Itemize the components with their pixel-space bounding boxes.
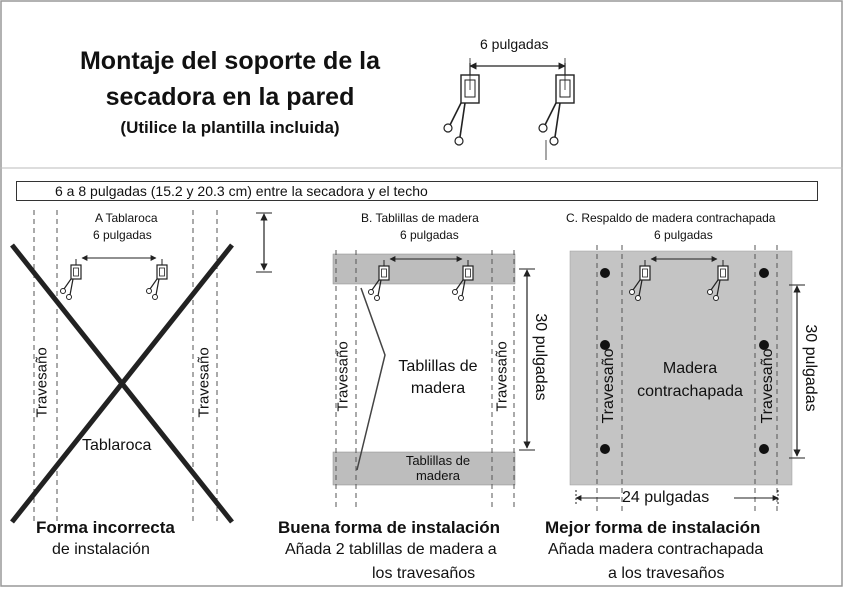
bracket-icon — [145, 258, 168, 301]
panel-b-bottom-strip-1: Tablillas de — [405, 453, 471, 468]
panel-c-height: 30 pulgadas — [802, 324, 819, 412]
top-dimension-label: 6 pulgadas — [480, 36, 549, 52]
panel-c-dimension: 6 pulgadas — [654, 228, 713, 242]
panel-b-caption-2: los travesaños — [372, 565, 476, 582]
panel-b-caption-bold: Buena forma de instalación — [278, 518, 500, 537]
panel-b-dimension: 6 pulgadas — [400, 228, 459, 242]
panel-a-caption: de instalación — [52, 541, 150, 558]
panel-b-strip-label-1: Tablillas de — [398, 358, 478, 375]
panel-b-height: 30 pulgadas — [532, 313, 549, 401]
panel-c-caption-2: a los travesaños — [608, 565, 725, 582]
bracket-icon — [59, 258, 82, 301]
panel-c-drawing — [569, 245, 805, 515]
panel-b-bottom-strip-2: madera — [415, 468, 461, 483]
panel-a-stud-right: Travesaño — [195, 347, 213, 418]
panel-b-strip-label-2: madera — [410, 380, 466, 397]
ceiling-note: 6 a 8 pulgadas (15.2 y 20.3 cm) entre la… — [16, 181, 818, 201]
panel-a-drawing — [10, 210, 272, 525]
panel-b-stud-left: Travesaño — [334, 341, 352, 412]
panel-c-caption-bold: Mejor forma de instalación — [545, 518, 761, 537]
panel-b-heading: B. Tablillas de madera — [361, 211, 479, 225]
wood-strip-bottom — [332, 451, 516, 486]
panel-c-stud-right: Travesaño — [759, 348, 776, 424]
panel-c-heading: C. Respaldo de madera contrachapada — [566, 211, 776, 225]
panel-b-drawing — [332, 250, 535, 510]
panel-a-material: Tablaroca — [82, 437, 152, 454]
panel-c-width: 24 pulgadas — [622, 489, 710, 506]
page-subtitle: (Utilice la plantilla incluida) — [120, 118, 340, 137]
panel-c-material-2: contrachapada — [637, 383, 743, 400]
page-title-line1: Montaje del soporte de la — [79, 47, 381, 75]
panel-a-caption-bold: Forma incorrecta — [36, 518, 175, 537]
panel-c-stud-left: Travesaño — [600, 348, 617, 424]
panel-b-caption-1: Añada 2 tablillas de madera a — [285, 541, 497, 558]
panel-a-stud-left: Travesaño — [33, 347, 51, 418]
panel-a-heading: A Tablaroca — [95, 211, 158, 225]
panel-c-caption-1: Añada madera contrachapada — [548, 541, 764, 558]
panel-a-dimension: 6 pulgadas — [93, 228, 152, 242]
top-bracket-left-icon — [443, 62, 480, 146]
panel-c-material-1: Madera — [662, 360, 718, 377]
panel-b-stud-right: Travesaño — [493, 341, 511, 412]
page-title-line2: secadora en la pared — [105, 83, 355, 111]
top-bracket-right-icon — [538, 62, 575, 146]
